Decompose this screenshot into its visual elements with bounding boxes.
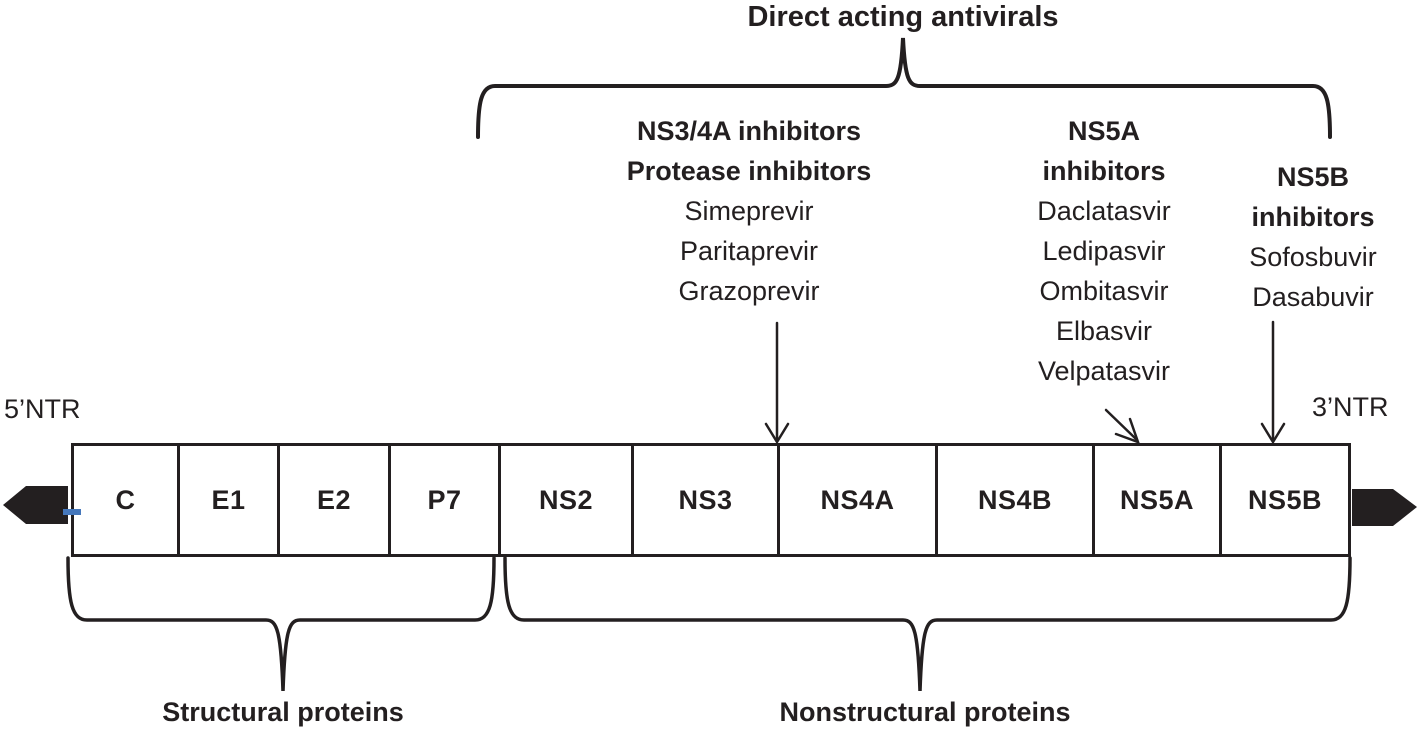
genome-segment-ns2: NS2 (498, 443, 634, 557)
ns34a-inhibitor-group: NS3/4A inhibitors Protease inhibitors Si… (627, 111, 872, 311)
drug-name: Simeprevir (684, 196, 814, 226)
drug-name: Dasabuvir (1252, 282, 1374, 312)
daa-top-brace (476, 37, 1332, 139)
segment-label: E2 (316, 484, 352, 515)
ns5b-heading-line2: inhibitors (1251, 202, 1375, 232)
segment-label: NS5A (1119, 484, 1195, 515)
drug-name: Elbasvir (1055, 316, 1153, 346)
ns5b-arrowhead-icon (1260, 422, 1286, 445)
segment-label: NS4A (820, 484, 895, 515)
genome-right-arrow-icon (1352, 489, 1417, 526)
genome-segment-ns4b: NS4B (935, 443, 1095, 557)
genome-left-arrow-icon (3, 486, 68, 524)
ns5a-arrow (1104, 408, 1138, 441)
figure-title: Direct acting antivirals (747, 1, 1059, 33)
nonstructural-brace (503, 556, 1352, 692)
genome-bar: C E1 E2 P7 NS2 NS3 NS4A NS4B NS5A NS5B (71, 443, 1351, 557)
ns5a-arrowhead-icon (1114, 417, 1141, 445)
five-prime-ntr-label: 5’NTR (4, 394, 81, 424)
drug-name: Grazoprevir (678, 276, 820, 306)
genome-segment-ns3: NS3 (631, 443, 780, 557)
genome-segment-ns4a: NS4A (777, 443, 938, 557)
drug-name: Daclatasvir (1037, 196, 1171, 226)
segment-label: E1 (211, 484, 246, 515)
ns5a-inhibitor-group: NS5A inhibitors Daclatasvir Ledipasvir O… (1037, 111, 1171, 391)
ns5b-inhibitor-group: NS5B inhibitors Sofosbuvir Dasabuvir (1249, 157, 1377, 317)
ns5a-heading-line2: inhibitors (1042, 156, 1166, 186)
genome-segment-e2: E2 (277, 443, 391, 557)
drug-name: Paritaprevir (679, 236, 819, 266)
drug-name: Velpatasvir (1037, 356, 1171, 386)
three-prime-ntr-label: 3’NTR (1312, 392, 1389, 422)
ns34a-heading-line1: NS3/4A inhibitors (636, 116, 862, 146)
ns5b-heading-line1: NS5B (1276, 162, 1350, 192)
ns34a-heading-line2: Protease inhibitors (626, 156, 872, 186)
drug-name: Ledipasvir (1042, 236, 1166, 266)
genome-segment-c: C (71, 443, 180, 557)
ns34a-arrowhead-icon (764, 422, 790, 445)
segment-label: NS3 (678, 484, 733, 515)
genome-segment-ns5b: NS5B (1219, 443, 1351, 557)
genome-segment-ns5a: NS5A (1092, 443, 1222, 557)
drug-name: Sofosbuvir (1249, 242, 1377, 272)
segment-label: P7 (427, 484, 462, 515)
drug-name: Ombitasvir (1039, 276, 1169, 306)
ns5a-heading-line1: NS5A (1067, 116, 1141, 146)
structural-brace (66, 556, 496, 692)
genome-segment-p7: P7 (388, 443, 501, 557)
structural-proteins-label: Structural proteins (162, 697, 404, 727)
segment-label: C (115, 484, 136, 515)
segment-label: NS5B (1247, 484, 1323, 515)
genome-segment-e1: E1 (177, 443, 280, 557)
segment-label: NS4B (977, 484, 1053, 515)
segment-label: NS2 (538, 484, 594, 515)
nonstructural-proteins-label: Nonstructural proteins (779, 697, 1071, 727)
